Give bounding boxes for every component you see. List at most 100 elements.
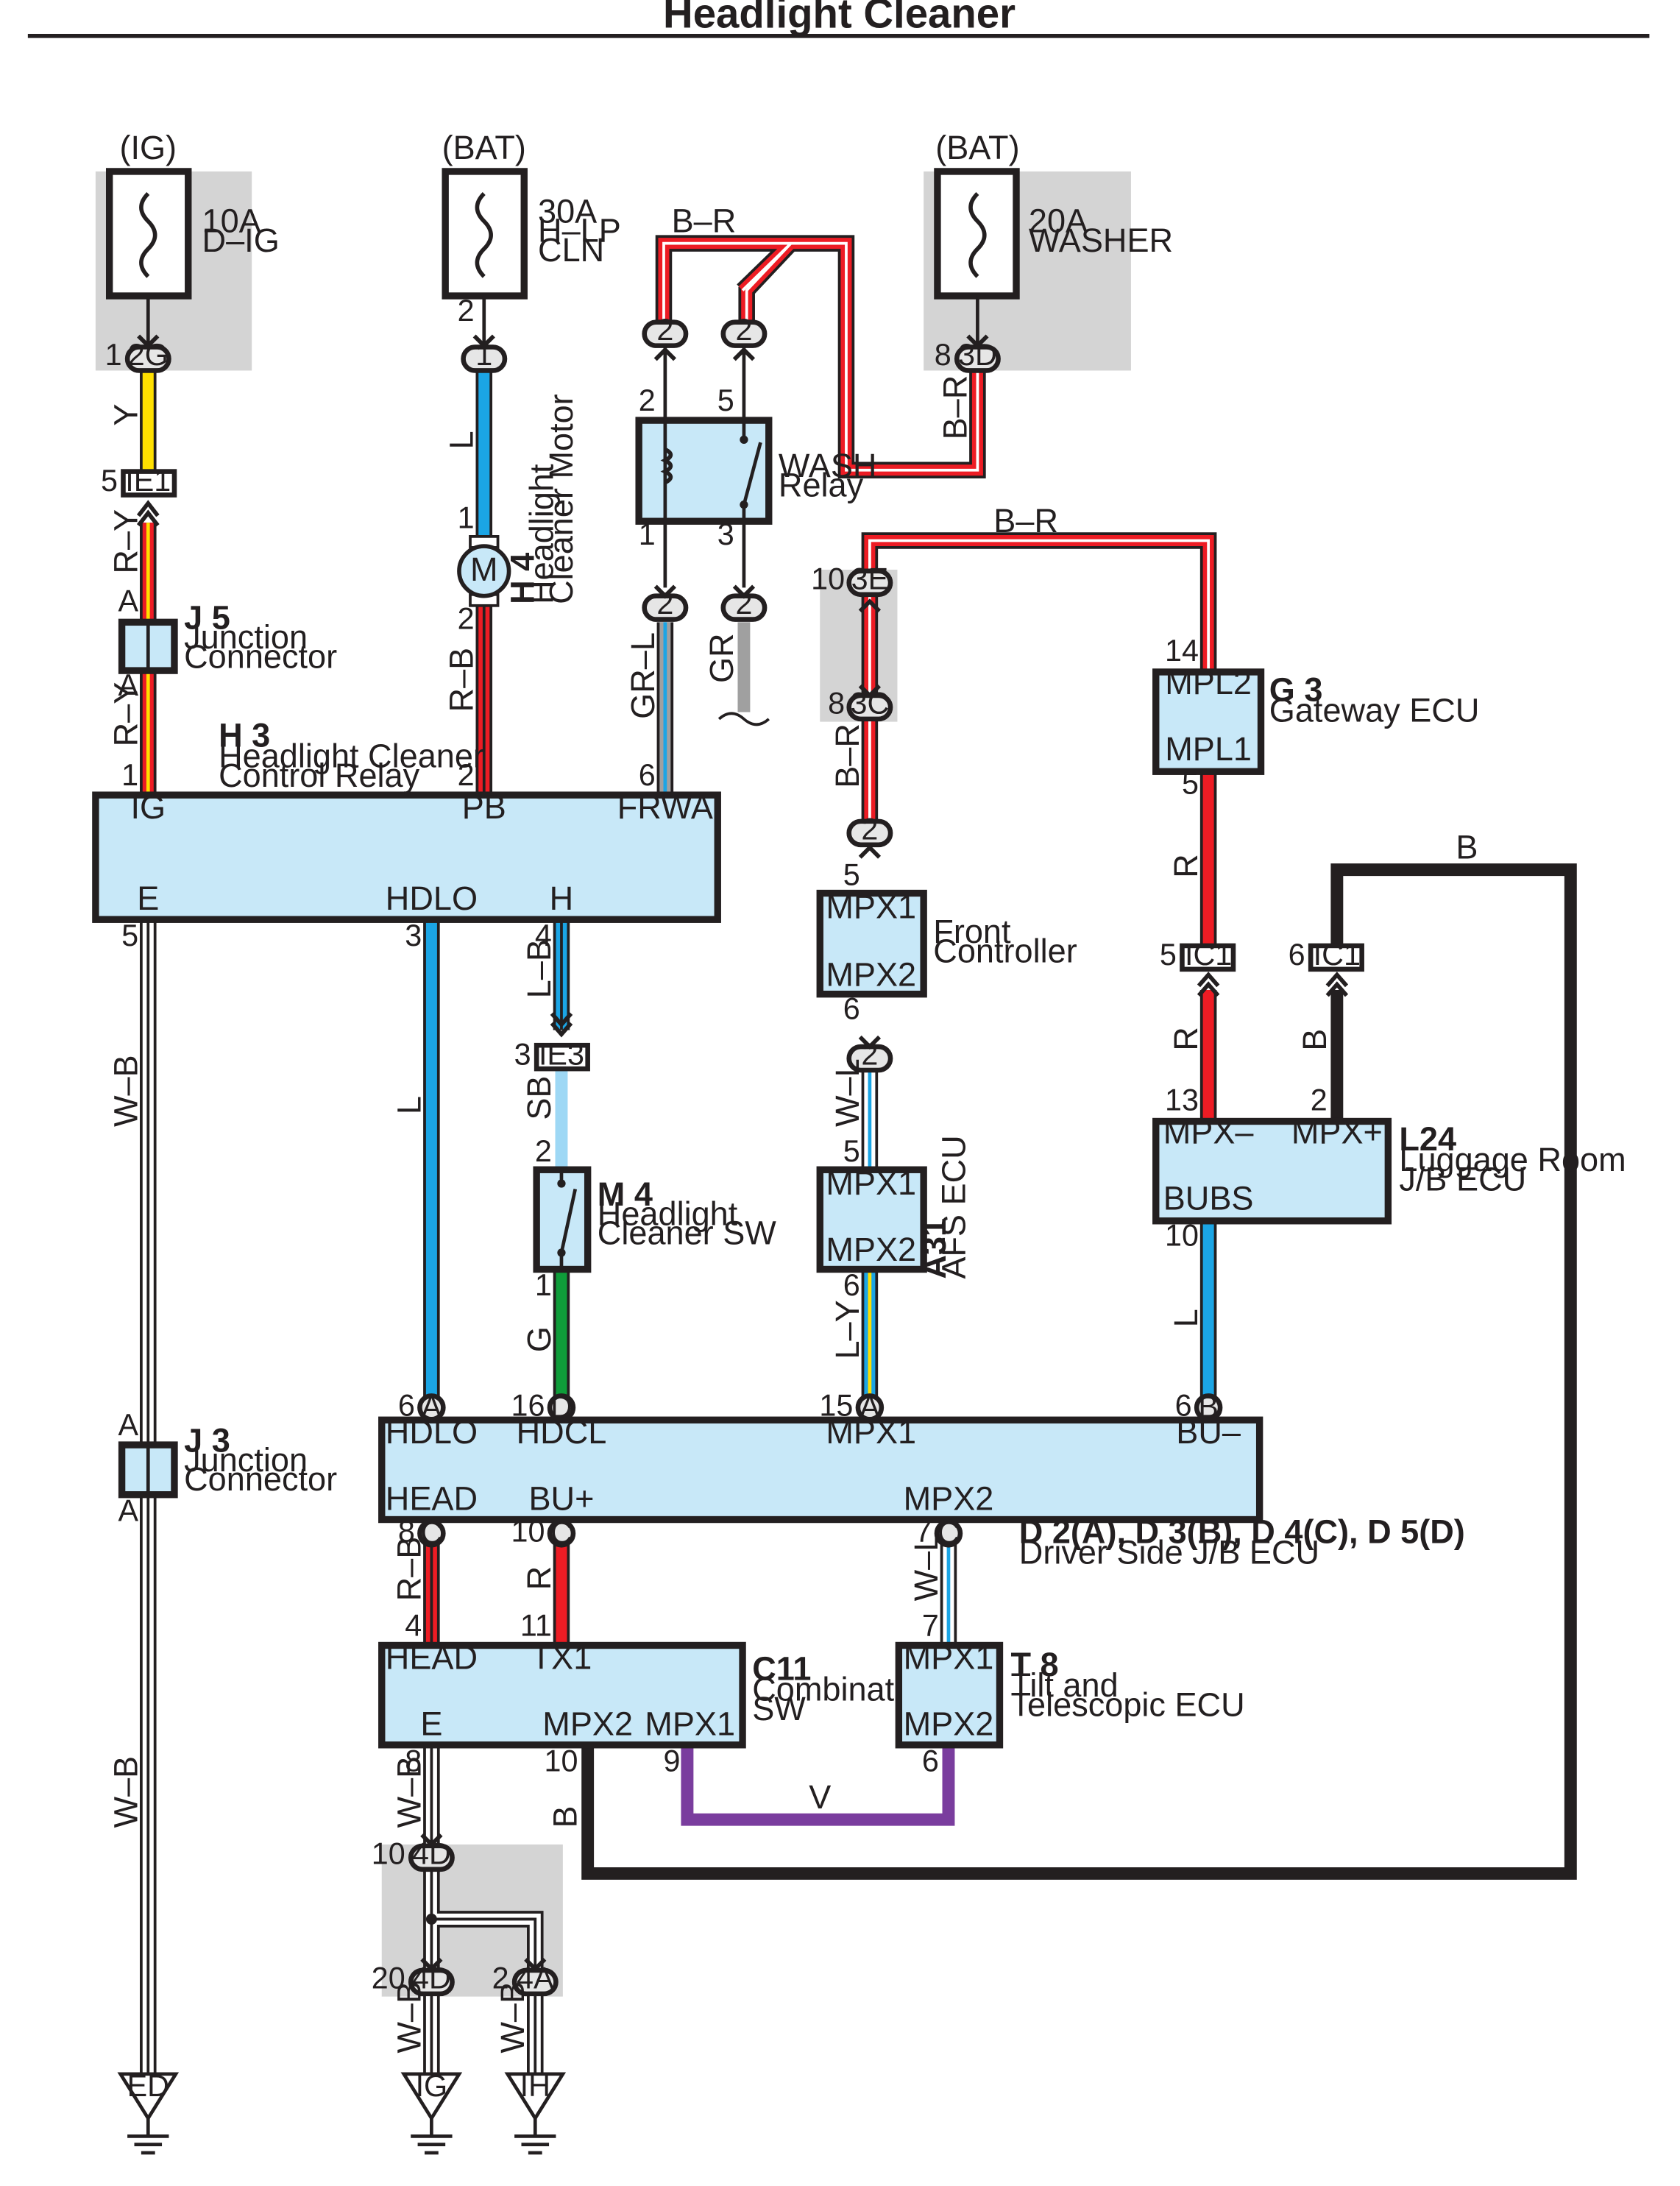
j5-code: J 5 [184, 599, 230, 637]
fuse-washer-rating: 20A [1029, 202, 1088, 240]
c11-pin-mpx1: MPX1 [645, 1705, 735, 1743]
pin-number: 13 [1165, 1083, 1199, 1117]
pin-number: 2 [1311, 1083, 1328, 1117]
wire-label-w-b-1: W–B [107, 1055, 144, 1127]
wire-label-l-2: L [390, 1096, 428, 1114]
connector-2c-label: 2 [656, 587, 673, 620]
t8-pin-mpx1: MPX1 [904, 1638, 994, 1676]
l24-name-2: J/B ECU [1399, 1160, 1526, 1198]
h4-code: H 4 [503, 553, 541, 604]
pin-number: 2 [492, 1961, 509, 1995]
pin-number: 4 [535, 919, 552, 952]
c11-pin-mpx2: MPX2 [542, 1705, 633, 1743]
wire-b-r-gateway [861, 532, 1217, 672]
pin-number: 6 [922, 1744, 939, 1778]
h3-pin-frwa: FRWA [617, 788, 713, 826]
d-pin-mpx2: MPX2 [904, 1479, 994, 1517]
wire-label-w-b-4: W–B [390, 1981, 428, 2054]
pin-number: A [118, 1408, 139, 1442]
front-name-2: Controller [933, 932, 1077, 969]
pin-number: 6 [398, 1389, 415, 1423]
connector-d-b: B [1194, 1390, 1223, 1424]
a31-pin-mpx1: MPX1 [826, 1164, 916, 1202]
wire-label-gr-l: GR–L [624, 632, 662, 719]
pin-number: 1 [458, 501, 475, 535]
pin-number: 1 [639, 517, 656, 551]
fuse-dig-rating: 10A [202, 202, 261, 240]
c11-code: C11 [752, 1649, 811, 1687]
fuse-hlp-name-1: H–LP [538, 212, 621, 250]
pin-number: A [118, 668, 139, 702]
connector-3c-label: 3C [850, 686, 889, 720]
connector-ic1a-label: IC1 [1185, 938, 1232, 972]
pin-number: 2 [458, 758, 475, 792]
pin-number: 7 [922, 1608, 939, 1642]
c11-pin-tx1: TX1 [531, 1638, 592, 1676]
wire-gr [717, 622, 770, 726]
connector-2b-label: 2 [735, 313, 752, 347]
wash-relay [635, 345, 773, 588]
c11-name-2: SW [752, 1690, 806, 1727]
wire-label-r-3: R [520, 1566, 558, 1591]
h3-pin-e: E [137, 880, 159, 917]
fuse-10a-dig [105, 168, 192, 346]
connector-d-a2: A [855, 1390, 885, 1424]
pin-number: 14 [1165, 634, 1199, 668]
front-pin-mpx1: MPX1 [826, 888, 916, 925]
ground-ih-label: IH [520, 2069, 550, 2103]
pin-number: 16 [511, 1389, 545, 1423]
j3-name-1: Junction [184, 1441, 308, 1479]
t8-pin-mpx2: MPX2 [904, 1705, 994, 1743]
front-pin-mpx2: MPX2 [826, 955, 916, 993]
j5-name-1: Junction [184, 618, 308, 656]
g3-pin-mpl2: MPL2 [1165, 664, 1252, 701]
connector-relay-in-2b: 2 [720, 313, 768, 348]
connector-1-label: 1 [475, 338, 492, 372]
h3-pin-hdlo: HDLO [386, 880, 478, 917]
l24-pin-mpx-plus: MPX+ [1291, 1114, 1383, 1151]
pin-number: 6 [1175, 1389, 1192, 1423]
h3-name-1: Headlight Cleaner [219, 737, 484, 775]
a31-afs-ecu [816, 1166, 927, 1273]
connector-relay-out-2d: 2 [720, 587, 768, 622]
pin-number: 8 [398, 1515, 415, 1549]
t8-name-2: Telescopic ECU [1011, 1686, 1245, 1723]
connector-4d-bottom: 4D [408, 1961, 455, 1997]
pin-number: 3 [514, 1037, 531, 1071]
wire-label-w-l-2: W–L [907, 1533, 945, 1602]
pin-number: 6 [1289, 938, 1305, 972]
pin-number: 10 [511, 1515, 545, 1549]
pin-number: 2 [535, 1134, 552, 1168]
wire-v [681, 1744, 955, 1826]
l24-code: L24 [1399, 1120, 1456, 1158]
wire-label-r-1: R [1167, 854, 1205, 878]
a31-name: AFS ECU [935, 1135, 973, 1278]
connector-relay-in-2a: 2 [642, 313, 689, 348]
wire-label-sb: SB [520, 1075, 558, 1119]
pin-number: 10 [372, 1836, 405, 1870]
wire-label-b-r-2: B–R [936, 375, 974, 440]
wire-label-r-b-2: R–B [390, 1537, 428, 1602]
wire-label-w-b-5: W–B [494, 1981, 531, 2054]
wire-w-b-c11 [423, 1744, 544, 2074]
wire-label-w-l-1: W–L [829, 1058, 866, 1127]
wire-label-g: G [520, 1326, 558, 1352]
connector-2f-label: 2 [861, 1037, 878, 1071]
g3-name: Gateway ECU [1269, 692, 1480, 729]
t8-name-1: Tilt and [1011, 1666, 1119, 1704]
connector-dc3-label: C [938, 1515, 960, 1549]
connector-ie1: IE1 [121, 464, 177, 498]
c11-pin-head: HEAD [386, 1638, 478, 1676]
pin-number: 10 [545, 1744, 578, 1778]
h3-name-2: Control Relay [219, 757, 420, 794]
fuse-hlp-name-2: CLN [538, 231, 604, 269]
connector-dc2-label: C [550, 1515, 573, 1549]
connector-d-d: D [547, 1390, 576, 1424]
d-name: Driver Side J/B ECU [1019, 1534, 1319, 1571]
pin-number: 8 [828, 686, 845, 720]
pin-number: A [118, 1493, 139, 1527]
pin-number: 2 [458, 602, 475, 636]
pin-number: 3 [717, 517, 734, 551]
pin-number: 1 [535, 1268, 552, 1302]
